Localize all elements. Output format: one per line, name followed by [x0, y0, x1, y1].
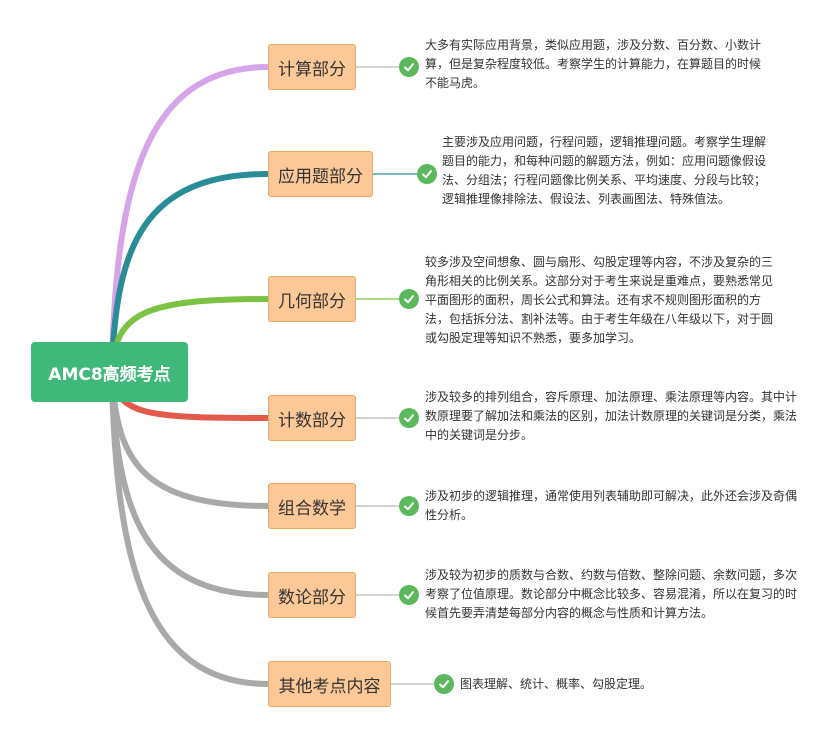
check-circle-icon [399, 496, 419, 516]
check-circle-icon [399, 408, 419, 428]
topic-label: 数论部分 [278, 587, 346, 608]
topic-description: 主要涉及应用问题，行程问题，逻辑推理问题。考察学生理解题目的能力，和每种问题的解… [442, 135, 767, 206]
topic-node[interactable]: 数论部分 [268, 572, 356, 618]
topic-node[interactable]: 应用题部分 [268, 151, 373, 197]
topic-description: 涉及较多的排列组合，容斥原理、加法原理、乘法原理等内容。其中计数原理要了解加法和… [425, 390, 798, 442]
topic-label: 组合数学 [278, 498, 346, 519]
topic-label: 应用题部分 [278, 166, 363, 187]
branch-line [109, 171, 271, 367]
branch-line [109, 381, 271, 687]
check-circle-icon [417, 164, 437, 184]
topic-label: 计算部分 [278, 59, 346, 80]
topic-description: 涉及较为初步的质数与合数、约数与倍数、整除问题、余数问题，多次考察了位值原理。数… [425, 568, 798, 620]
topic-node[interactable]: 计数部分 [268, 395, 356, 441]
topic-node[interactable]: 其他考点内容 [268, 661, 391, 707]
topic-description: 大多有实际应用背景，类似应用题，涉及分数、百分数、小数计算，但是复杂程度较低。考… [425, 38, 762, 90]
topic-node[interactable]: 计算部分 [268, 44, 356, 90]
branch-line [109, 64, 271, 363]
topic-node[interactable]: 几何部分 [268, 276, 356, 322]
topic-description: 较多涉及空间想象、圆与扇形、勾股定理等内容，不涉及复杂的三角形相关的比例关系。这… [425, 255, 774, 345]
topic-description: 图表理解、统计、概率、勾股定理。 [460, 677, 653, 691]
check-circle-icon [399, 289, 419, 309]
topic-label: 计数部分 [278, 410, 346, 431]
topic-description: 涉及初步的逻辑推理，通常使用列表辅助即可解决，此外还会涉及奇偶性分析。 [425, 489, 798, 522]
topic-label: 几何部分 [278, 291, 346, 312]
root-label: AMC8高频考点 [48, 364, 171, 385]
check-circle-icon [399, 585, 419, 605]
topic-node[interactable]: 组合数学 [268, 483, 356, 529]
check-circle-icon [399, 57, 419, 77]
root-node[interactable]: AMC8高频考点 [31, 342, 188, 402]
topic-label: 其他考点内容 [278, 676, 381, 697]
check-circle-icon [434, 674, 454, 694]
